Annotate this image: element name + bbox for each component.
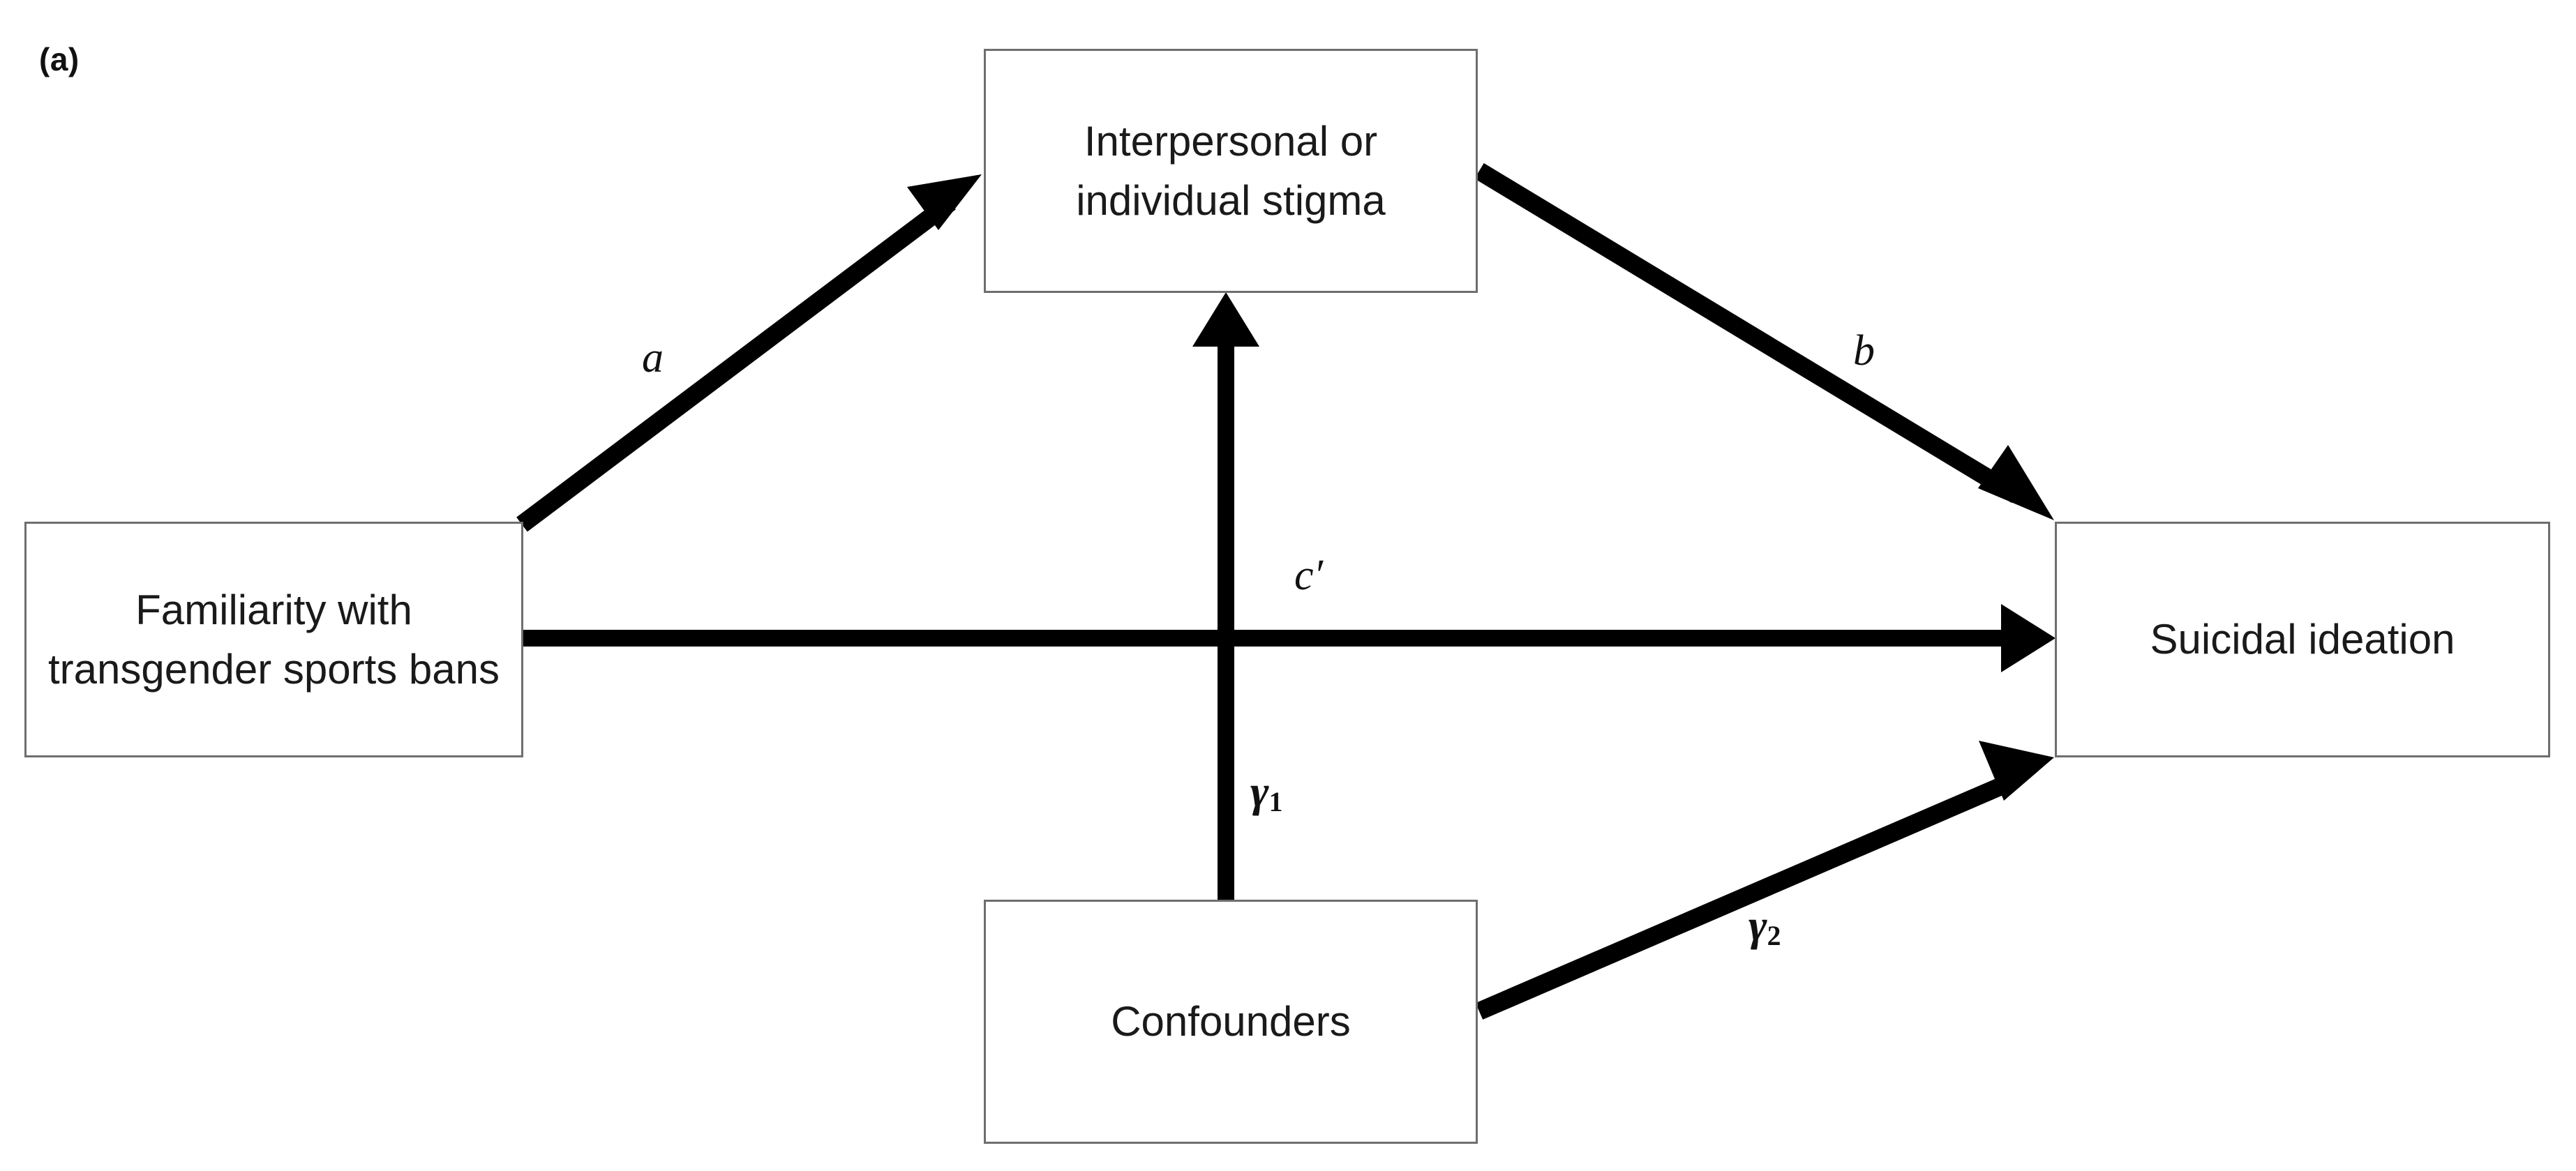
edge-gamma1 (1192, 292, 1259, 901)
edge-a (516, 174, 982, 532)
node-exposure-label: Familiarity with transgender sports bans (47, 586, 500, 693)
node-familiarity-with-transgender-sports-bans[interactable]: Familiarity with transgender sports bans (24, 522, 523, 757)
node-confounders-label: Confounders (1111, 998, 1351, 1045)
panel-label: (a) (39, 41, 80, 77)
node-suicidal-ideation[interactable]: Suicidal ideation (2055, 522, 2550, 757)
gamma2-symbol: γ (1748, 900, 1767, 950)
edge-label-a: a (642, 334, 664, 381)
gamma1-subscript: 1 (1268, 787, 1283, 818)
edge-label-b: b (1853, 327, 1875, 375)
node-mediator-label: Interpersonal or individual stigma (1076, 117, 1386, 224)
gamma2-subscript: 2 (1767, 921, 1781, 952)
gamma1-symbol: γ (1250, 766, 1269, 816)
node-outcome-label: Suicidal ideation (2150, 616, 2455, 663)
edge-gamma2 (1475, 741, 2054, 1020)
edge-label-c-prime: c′ (1294, 552, 1324, 599)
edge-c-prime (523, 604, 2055, 672)
node-confounders[interactable]: Confounders (984, 900, 1478, 1144)
edge-label-gamma2: γ2 (1748, 900, 1781, 952)
edge-label-gamma1: γ1 (1250, 766, 1282, 818)
edge-b (1474, 163, 2054, 520)
node-interpersonal-or-individual-stigma[interactable]: Interpersonal or individual stigma (984, 49, 1478, 293)
